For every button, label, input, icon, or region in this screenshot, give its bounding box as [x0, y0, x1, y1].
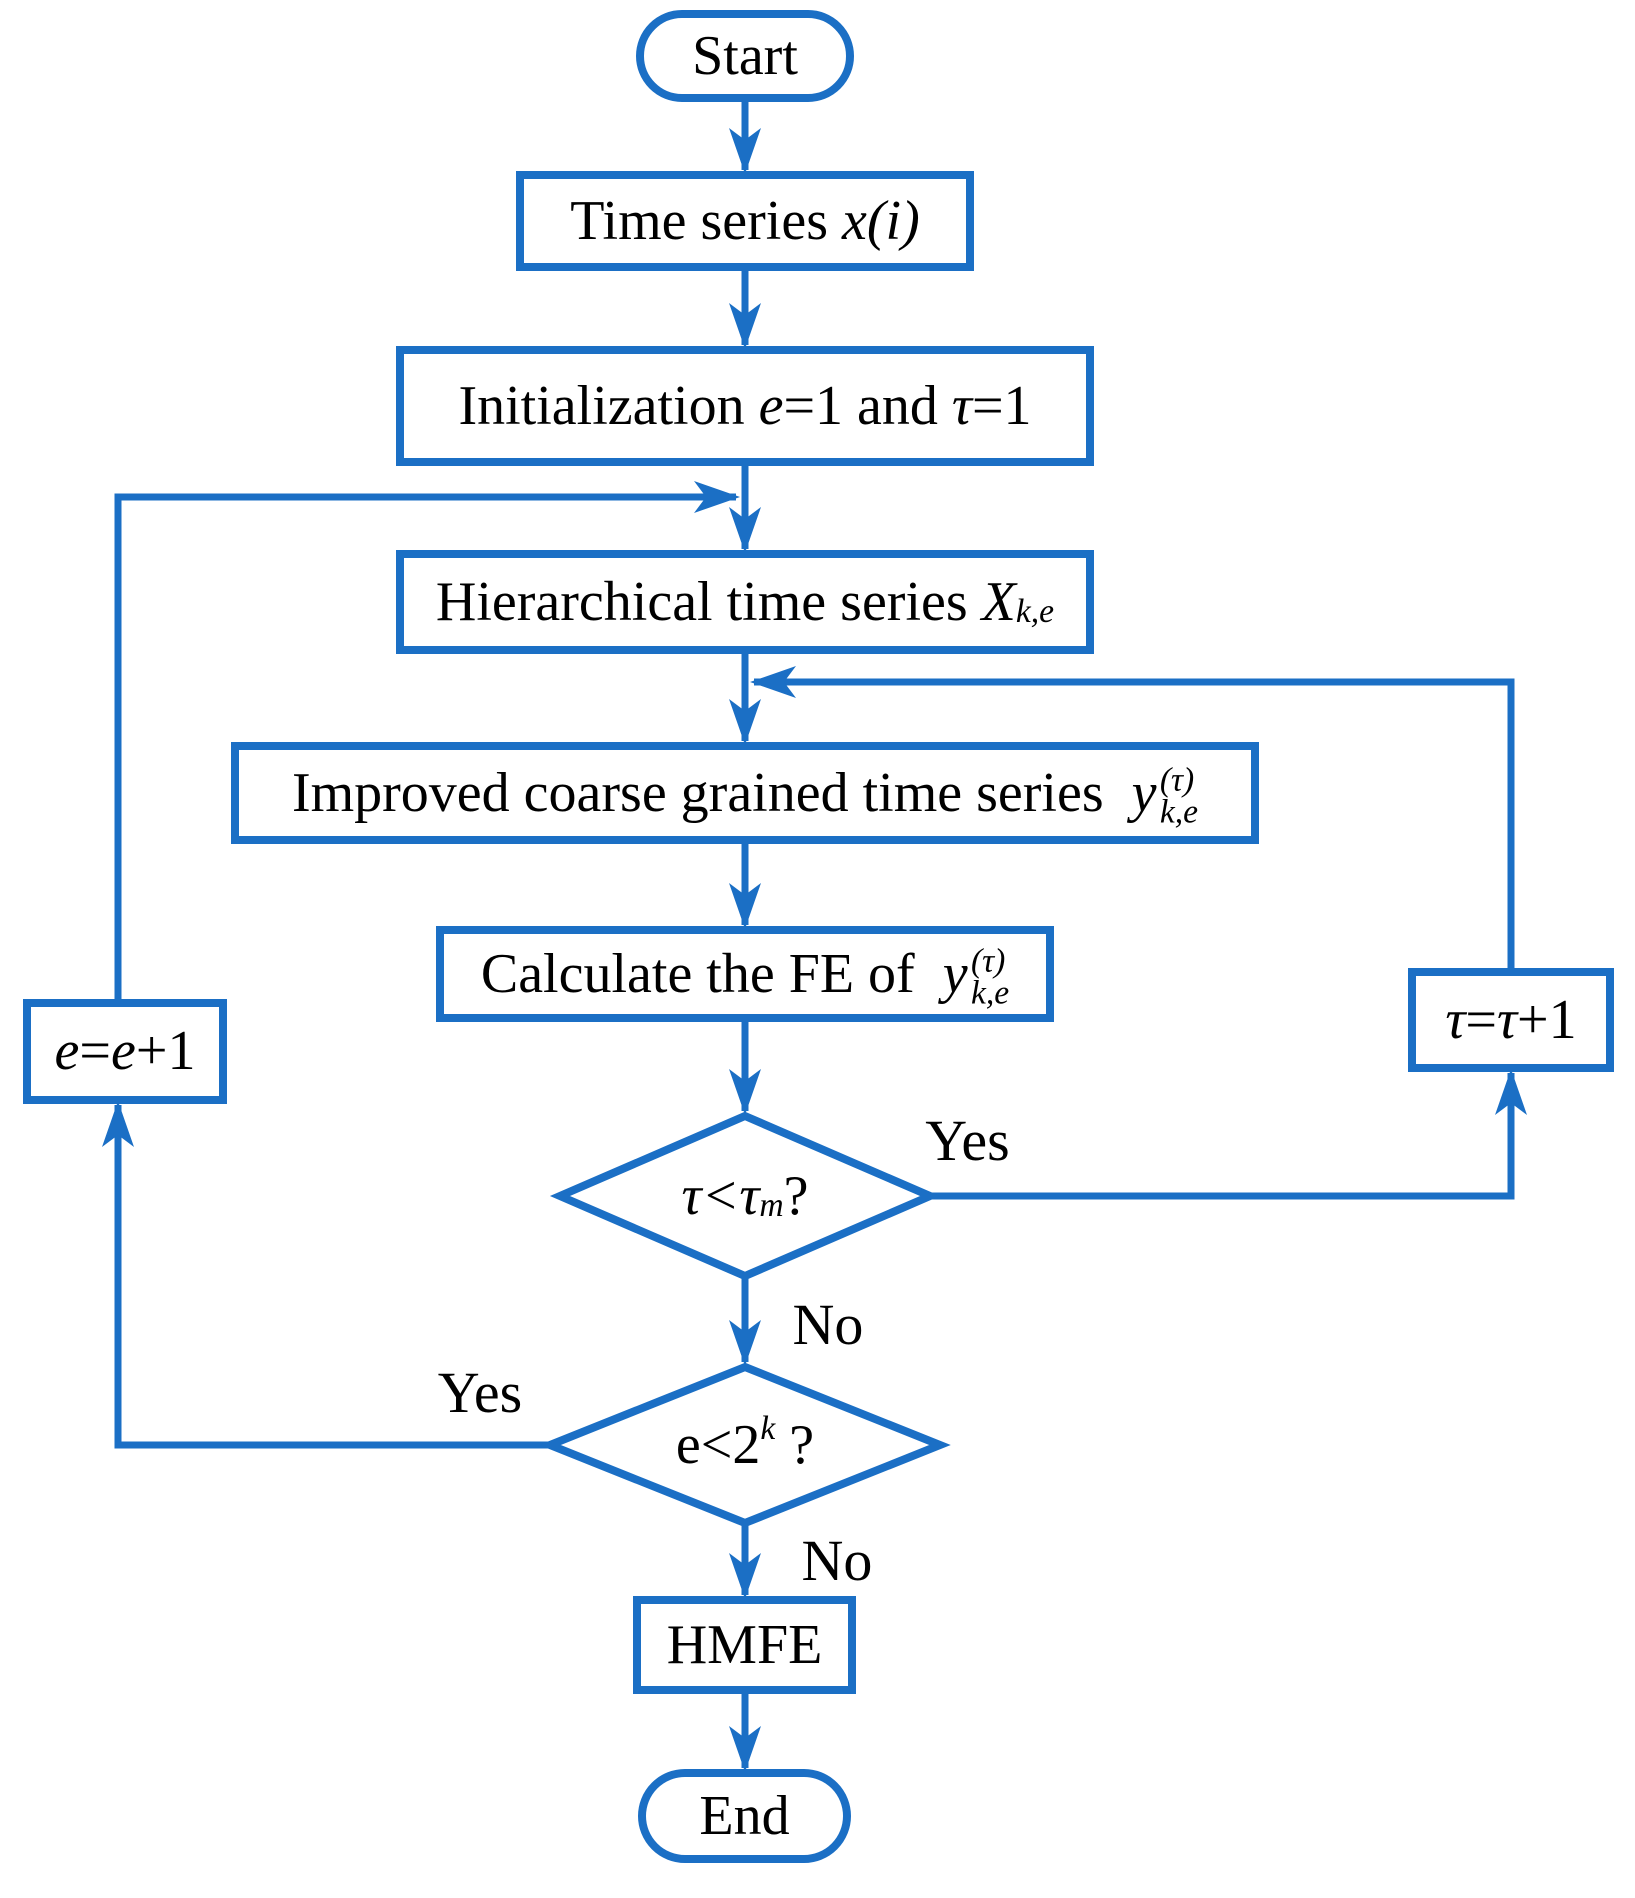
e-increment-box: e=e+1: [27, 1003, 223, 1100]
hierarchical-subscript: k,e: [1015, 592, 1055, 630]
tau-decision-diamond-shape: [549, 1111, 941, 1281]
tau-inc-plus-one: +1: [1517, 988, 1577, 1051]
no-label-tau-text: No: [792, 1291, 864, 1357]
edge-e-loop-return: [114, 481, 740, 1003]
e-inc-var-2: e: [111, 1020, 136, 1083]
e-decision-diamond-shape: [539, 1362, 951, 1528]
init-text-3: =1: [971, 374, 1032, 437]
end-label: End: [699, 1784, 790, 1847]
no-label-tau-decision: No: [768, 1291, 888, 1357]
tau-inc-equals: =: [1465, 988, 1497, 1051]
coarse-grained-superscript: (τ): [1159, 761, 1195, 799]
e-inc-equals: =: [79, 1020, 111, 1083]
hierarchical-box-shape: [396, 550, 1094, 654]
tau-decision-question-mark: ?: [783, 1164, 809, 1227]
init-text: Initialization: [458, 374, 759, 437]
tau-inc-var-2: τ: [1497, 988, 1518, 1051]
coarse-grained-box-shape: [231, 742, 1259, 844]
coarse-grained-text: Improved coarse grained time series: [291, 761, 1132, 824]
yes-label-e-loop: Yes: [400, 1359, 560, 1425]
e-inc-plus-one: +1: [135, 1020, 196, 1083]
tau-inc-var-1: τ: [1445, 988, 1466, 1051]
time-series-text: Time series: [570, 189, 842, 252]
edge-tau-loop-return: [750, 666, 1515, 972]
time-series-box: Time series x(i): [520, 175, 970, 267]
yes-label-e-text: Yes: [437, 1359, 523, 1425]
coarse-grained-scripts: (τ)k,e: [1159, 761, 1199, 831]
init-var-tau: τ: [951, 374, 972, 437]
initialization-box-shape: [396, 346, 1094, 466]
init-text-2: =1 and: [783, 374, 952, 437]
calculate-fe-text: Calculate the FE of: [480, 942, 943, 1005]
hierarchical-text: Hierarchical time series: [435, 570, 982, 633]
calculate-fe-subscript: k,e: [970, 974, 1010, 1012]
init-var-e: e: [758, 374, 784, 437]
e-decision-expr: e<2: [675, 1413, 761, 1476]
time-series-math: x(i): [842, 189, 920, 252]
e-decision-superscript: k: [760, 1409, 776, 1447]
end-terminal-shape: [638, 1769, 851, 1863]
e-increment-box-shape: [23, 999, 227, 1104]
hmfe-label: HMFE: [666, 1613, 823, 1676]
edge-e-decision-yes: [102, 1101, 550, 1449]
yes-label-tau-loop: Yes: [895, 1107, 1040, 1173]
initialization-box: Initialization e=1 and τ=1: [400, 350, 1090, 462]
no-label-e-text: No: [801, 1527, 873, 1593]
coarse-grained-subscript: k,e: [1159, 793, 1199, 831]
tau-increment-box: τ=τ+1: [1412, 972, 1610, 1068]
tau-decision-subscript: m: [759, 1186, 784, 1224]
coarse-grained-box: Improved coarse grained time series y(τ)…: [235, 746, 1255, 840]
end-terminal: End: [642, 1773, 847, 1859]
tau-decision-expr: τ<τ: [681, 1164, 760, 1227]
hierarchical-var: X: [981, 570, 1016, 633]
hmfe-box-shape: [633, 1596, 856, 1694]
edge-tau-decision-yes: [930, 1069, 1527, 1200]
start-terminal: Start: [640, 14, 850, 98]
hmfe-box: HMFE: [637, 1600, 852, 1690]
start-terminal-shape: [636, 10, 854, 102]
calculate-fe-scripts: (τ)k,e: [970, 942, 1010, 1012]
time-series-box-shape: [516, 171, 974, 271]
calculate-fe-box: Calculate the FE of y(τ)k,e: [440, 930, 1050, 1018]
no-label-e-decision: No: [772, 1527, 902, 1593]
start-label: Start: [692, 24, 798, 87]
e-inc-var-1: e: [54, 1020, 80, 1083]
coarse-grained-var: y: [1131, 761, 1157, 824]
calculate-fe-box-shape: [436, 926, 1054, 1022]
calculate-fe-superscript: (τ): [970, 942, 1006, 980]
tau-increment-box-shape: [1408, 968, 1614, 1072]
yes-label-tau-text: Yes: [925, 1107, 1010, 1173]
calculate-fe-var: y: [942, 942, 968, 1005]
e-decision-question-mark: ?: [775, 1413, 815, 1476]
